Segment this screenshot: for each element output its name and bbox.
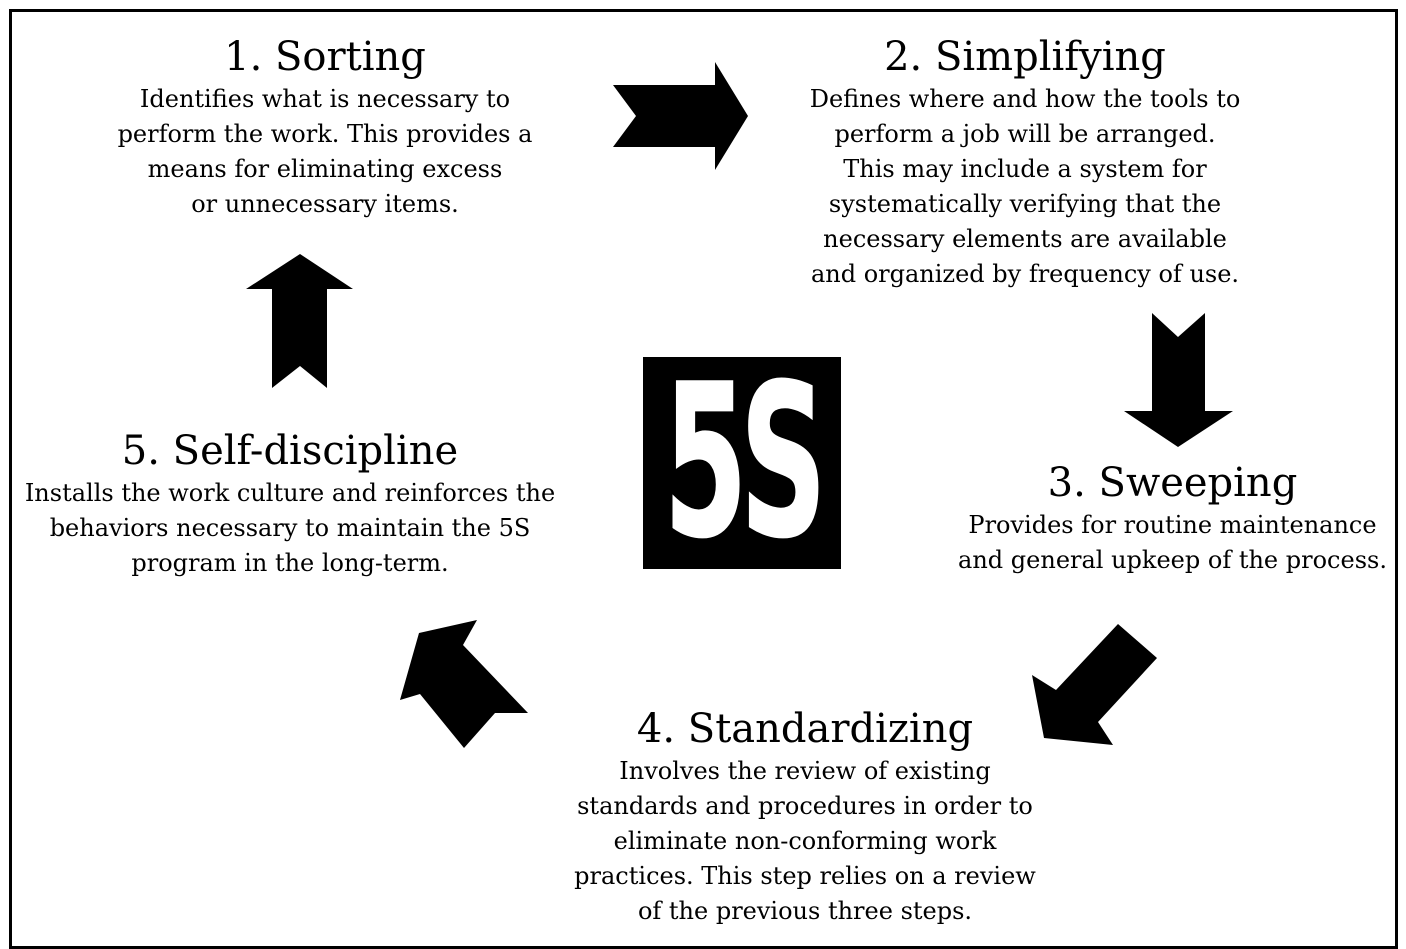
- description-line: systematically verifying that the: [828, 190, 1222, 218]
- step-description: Identifies what is necessary to perform …: [60, 82, 590, 222]
- description-line: and organized by frequency of use.: [810, 260, 1240, 288]
- description-line: means for eliminating excess: [147, 155, 503, 183]
- description-line: Provides for routine maintenance: [968, 511, 1377, 539]
- step-description: Provides for routine maintenance and gen…: [935, 508, 1406, 578]
- arrow-up-left-icon: [400, 620, 528, 748]
- description-line: This may include a system for: [843, 155, 1207, 183]
- step-title: 5. Self-discipline: [121, 428, 459, 474]
- step-title: 1. Sorting: [224, 34, 426, 80]
- description-line: program in the long-term.: [131, 549, 449, 577]
- description-line: perform the work. This provides a: [117, 120, 533, 148]
- step-sorting: 1. Sorting Identifies what is necessary …: [60, 34, 590, 222]
- logo-text: 5S: [664, 357, 828, 569]
- step-self-discipline: 5. Self-discipline Installs the work cul…: [10, 428, 570, 581]
- step-title: 2. Simplifying: [884, 34, 1166, 80]
- arrow-up-icon: [246, 254, 353, 388]
- step-description: Defines where and how the tools to perfo…: [760, 82, 1290, 292]
- description-line: Identifies what is necessary to: [139, 85, 511, 113]
- description-line: Defines where and how the tools to: [809, 85, 1241, 113]
- description-line: Involves the review of existing: [619, 757, 991, 785]
- description-line: perform a job will be arranged.: [834, 120, 1216, 148]
- step-description: Installs the work culture and reinforces…: [10, 476, 570, 581]
- step-standardizing: 4. Standardizing Involves the review of …: [540, 706, 1070, 929]
- 5s-logo: 5S: [643, 357, 841, 569]
- description-line: eliminate non-conforming work: [613, 827, 997, 855]
- step-simplifying: 2. Simplifying Defines where and how the…: [760, 34, 1290, 292]
- description-line: and general upkeep of the process.: [958, 546, 1387, 574]
- description-line: Installs the work culture and reinforces…: [24, 479, 556, 507]
- step-title: 4. Standardizing: [636, 706, 974, 752]
- step-sweeping: 3. Sweeping Provides for routine mainten…: [935, 460, 1406, 578]
- arrow-down-icon: [1124, 313, 1233, 447]
- description-line: or unnecessary items.: [191, 190, 459, 218]
- description-line: behaviors necessary to maintain the 5S: [49, 514, 531, 542]
- arrow-right-icon: [613, 62, 748, 170]
- description-line: practices. This step relies on a review: [574, 862, 1036, 890]
- step-title: 3. Sweeping: [1047, 460, 1298, 506]
- step-description: Involves the review of existing standard…: [540, 754, 1070, 929]
- description-line: necessary elements are available: [823, 225, 1227, 253]
- description-line: standards and procedures in order to: [577, 792, 1033, 820]
- arrow-down-left-icon: [1032, 624, 1157, 745]
- description-line: of the previous three steps.: [637, 897, 973, 925]
